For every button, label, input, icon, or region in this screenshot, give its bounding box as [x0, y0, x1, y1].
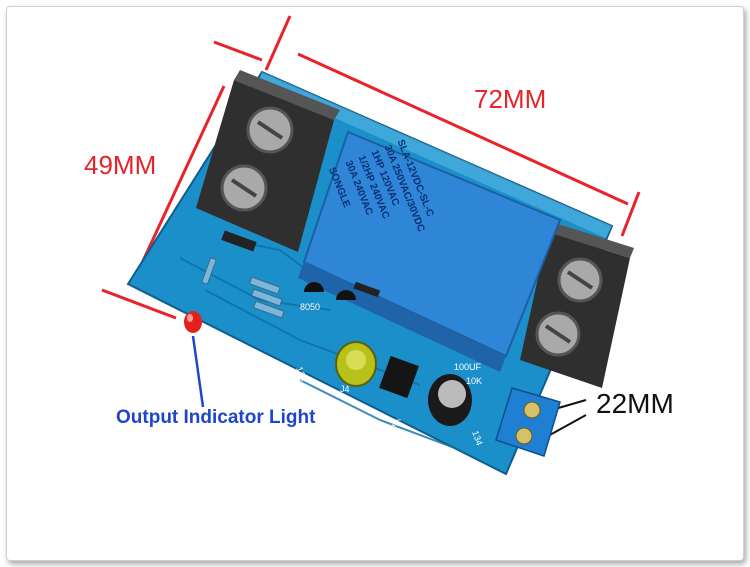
pin-header [221, 230, 257, 252]
dimension-lines [101, 15, 641, 320]
small-terminal-body [495, 387, 561, 457]
screw-slot [256, 120, 284, 140]
width-label: 72MM [474, 84, 547, 114]
j4-label: J4 [340, 384, 350, 394]
capacitor-top [438, 380, 466, 408]
pcb-edge [258, 72, 612, 238]
ic-chip [379, 355, 419, 399]
j5-label: J5 [392, 418, 402, 428]
transistor [336, 290, 356, 300]
resistors [201, 257, 285, 319]
indicator-pointer [191, 335, 205, 408]
cap-label: 100UF [454, 362, 482, 372]
main-terminal-left [196, 70, 340, 252]
screw-slot [230, 178, 258, 198]
main-terminal-right [520, 222, 634, 388]
height-tick-bottom [101, 288, 177, 320]
capacitor-top [346, 350, 366, 370]
screw-icon [523, 401, 541, 419]
small-terminal [495, 387, 561, 457]
screw-slot [544, 324, 572, 344]
components: 8050 GREEN 100UF 10K J4 J5 134 134 [201, 230, 485, 447]
diode [353, 281, 381, 298]
height-label: 49MM [84, 150, 157, 180]
terminal-top [548, 222, 634, 258]
relay-side [298, 262, 506, 372]
screw-icon [515, 427, 533, 445]
transistor [304, 282, 324, 292]
resistor [248, 276, 281, 295]
depth-line-2 [547, 414, 587, 437]
transistor-label: 8050 [300, 302, 320, 312]
width-line [297, 52, 629, 206]
depth-label: 22MM [596, 388, 674, 419]
resistor [250, 288, 283, 307]
height-tick-top [213, 40, 263, 62]
terminal-top [234, 70, 340, 120]
terminal-body [196, 80, 334, 252]
height-line [134, 85, 226, 277]
code-label-2: 134 [470, 429, 485, 447]
resistor [201, 257, 217, 285]
screw-slot [566, 270, 594, 290]
code-label: 134 [294, 365, 309, 383]
led-body [184, 311, 202, 333]
width-tick-left [264, 15, 292, 71]
res-label: 10K [466, 376, 482, 386]
resistor [252, 300, 285, 319]
indicator-label: Output Indicator Light [116, 407, 316, 428]
output-led [184, 311, 202, 333]
width-tick-right [620, 191, 641, 237]
led-highlight [187, 314, 193, 322]
